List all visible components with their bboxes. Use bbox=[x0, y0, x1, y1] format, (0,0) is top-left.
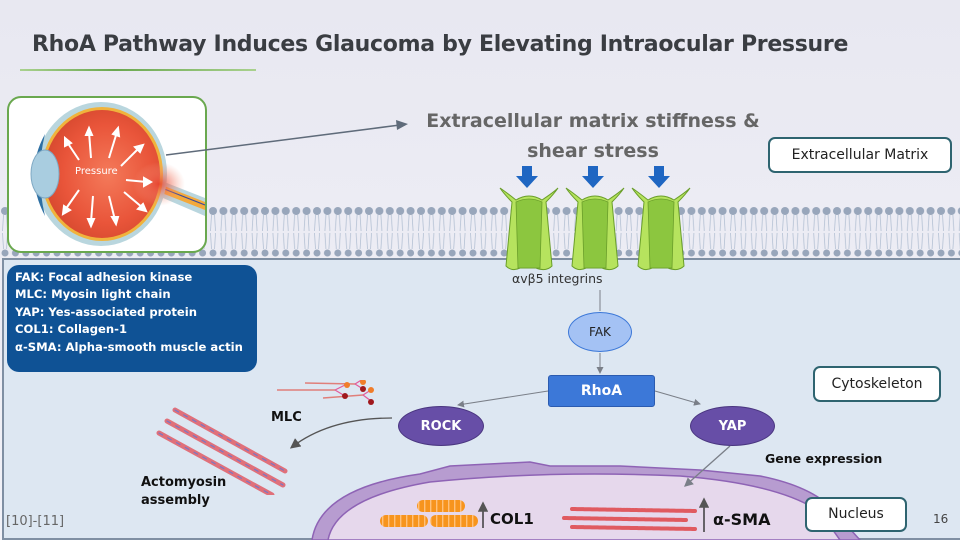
cytoskeleton-label: Cytoskeleton bbox=[813, 366, 941, 402]
abbrev-yap: YAP: Yes-associated protein bbox=[15, 304, 197, 319]
integrin bbox=[565, 187, 625, 271]
rhoa-node: RhoA bbox=[548, 375, 655, 407]
ecm-heading-line2: shear stress bbox=[527, 140, 659, 162]
actomyosin-label-line2: assembly bbox=[141, 493, 210, 508]
slide-title: RhoA Pathway Induces Glaucoma by Elevati… bbox=[32, 32, 849, 57]
pressure-label: Pressure bbox=[75, 166, 118, 177]
actomyosin-fibers-icon bbox=[156, 407, 288, 495]
eye-pressure-image: Pressure bbox=[7, 96, 207, 253]
title-underline bbox=[20, 69, 256, 71]
nucleus-label: Nucleus bbox=[805, 497, 907, 532]
eye-to-ecm-arrow bbox=[165, 120, 408, 156]
abbrev-col1: COL1: Collagen-1 bbox=[15, 322, 128, 337]
actomyosin-label: Actomyosin assembly bbox=[141, 474, 226, 510]
integrin bbox=[631, 187, 691, 271]
yap-node: YAP bbox=[690, 406, 775, 446]
abbrev-fak: FAK: Focal adhesion kinase bbox=[15, 270, 193, 284]
alpha-sma-label: α-SMA bbox=[713, 510, 771, 529]
integrin bbox=[499, 187, 559, 271]
actomyosin-label-line1: Actomyosin bbox=[141, 475, 227, 490]
gene-expression-label: Gene expression bbox=[765, 451, 883, 466]
force-arrow-icon bbox=[516, 166, 538, 188]
rock-node: ROCK bbox=[398, 406, 484, 446]
abbrev-mlc: MLC: Myosin light chain bbox=[15, 287, 171, 302]
abbreviations-box: FAK: Focal adhesion kinase MLC: Myosin l… bbox=[7, 265, 257, 372]
extracellular-matrix-label: Extracellular Matrix bbox=[768, 137, 952, 173]
pressure-arrows bbox=[61, 125, 154, 229]
alpha-sma-fibers-icon bbox=[562, 507, 697, 531]
fak-node: FAK bbox=[568, 312, 632, 352]
references: [10]-[11] bbox=[6, 514, 65, 529]
ecm-heading-line1: Extracellular matrix stiffness & bbox=[426, 110, 760, 132]
force-arrow-icon bbox=[582, 166, 604, 188]
collagen-icon bbox=[380, 500, 478, 527]
col1-label: COL1 bbox=[490, 510, 534, 528]
force-arrow-icon bbox=[648, 166, 670, 188]
mlc-label: MLC bbox=[271, 410, 302, 425]
abbrev-asma: α-SMA: Alpha-smooth muscle actin bbox=[15, 339, 243, 354]
ecm-stress-heading: Extracellular matrix stiffness & shear s… bbox=[418, 106, 768, 166]
mlc-icon bbox=[277, 380, 374, 405]
page-number: 16 bbox=[933, 512, 949, 526]
integrin-label: αvβ5 integrins bbox=[512, 271, 603, 286]
integrin-group bbox=[499, 166, 691, 271]
